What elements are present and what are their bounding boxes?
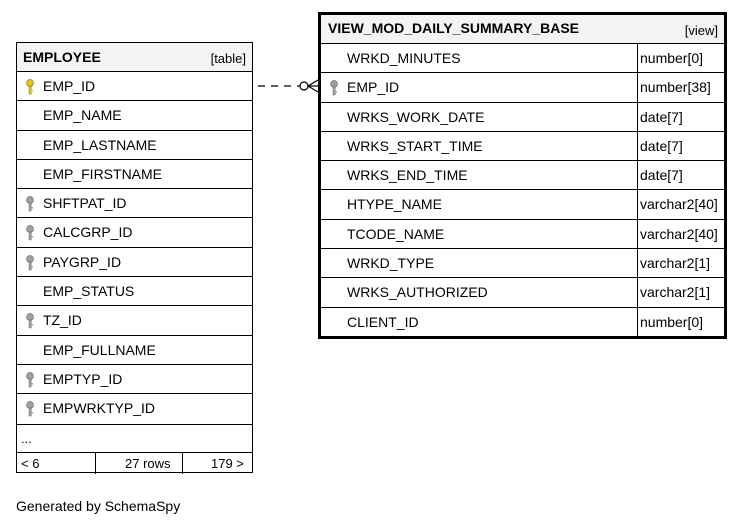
column-name: EMP_ID xyxy=(347,79,400,96)
column-type: date[7] xyxy=(640,137,683,154)
column-name: CALCGRP_ID xyxy=(43,224,133,241)
view-column-row[interactable]: TCODE_NAME varchar2[40] xyxy=(321,220,724,250)
employee-footer: < 6 27 rows 179 > xyxy=(17,451,252,474)
employee-column-row[interactable]: PAYGRP_ID xyxy=(17,248,252,278)
view-table-header[interactable]: VIEW_MOD_DAILY_SUMMARY_BASE [view] xyxy=(321,15,724,44)
ellipsis-text: ... xyxy=(21,430,32,446)
employee-column-row[interactable]: EMP_LASTNAME xyxy=(17,131,252,160)
view-column-row[interactable]: HTYPE_NAME varchar2[40] xyxy=(321,190,724,220)
column-name: EMP_ID xyxy=(43,78,96,94)
foreign-key-icon xyxy=(25,372,35,388)
column-name: EMP_STATUS xyxy=(43,283,135,300)
column-name: WRKS_START_TIME xyxy=(347,137,483,154)
employee-columns: EMP_ID EMP_NAME EMP_LASTNAME EMP_FIRSTNAME S… xyxy=(17,72,252,424)
foreign-key-icon xyxy=(25,225,35,241)
foreign-key-icon xyxy=(25,313,35,329)
column-name: EMP_NAME xyxy=(43,107,122,124)
column-type: varchar2[1] xyxy=(640,284,711,301)
column-type: varchar2[1] xyxy=(640,255,711,272)
employee-table-kind: [table] xyxy=(210,51,246,66)
employee-column-row[interactable]: TZ_ID xyxy=(17,306,252,336)
column-type: number[0] xyxy=(640,50,704,66)
employee-column-row[interactable]: EMP_STATUS xyxy=(17,277,252,307)
view-column-row[interactable]: WRKS_START_TIME date[7] xyxy=(321,132,724,162)
column-name: HTYPE_NAME xyxy=(347,196,442,213)
view-column-row[interactable]: WRKS_AUTHORIZED varchar2[1] xyxy=(321,278,724,308)
employee-more-columns: ... xyxy=(17,423,252,452)
view-table[interactable]: VIEW_MOD_DAILY_SUMMARY_BASE [view] WRKD_… xyxy=(318,12,727,339)
view-column-row[interactable]: WRKD_MINUTES number[0] xyxy=(321,44,724,74)
employee-column-row[interactable]: EMPWRKTYP_ID xyxy=(17,394,252,423)
column-name: WRKS_END_TIME xyxy=(347,167,468,184)
view-column-row[interactable]: WRKD_TYPE varchar2[1] xyxy=(321,249,724,279)
column-type: date[7] xyxy=(640,167,683,184)
primary-key-icon xyxy=(25,79,35,95)
column-name: PAYGRP_ID xyxy=(43,253,122,270)
column-name: EMP_FULLNAME xyxy=(43,341,156,358)
type-column-divider xyxy=(637,44,638,336)
employee-column-row[interactable]: EMP_NAME xyxy=(17,101,252,131)
employee-table[interactable]: EMPLOYEE [table] EMP_ID EMP_NAME EMP_LASTN… xyxy=(16,42,253,474)
employee-column-row[interactable]: EMPTYP_ID xyxy=(17,365,252,395)
row-count: 27 rows xyxy=(125,455,171,471)
column-name: EMP_LASTNAME xyxy=(43,136,157,153)
column-name: WRKD_MINUTES xyxy=(347,50,461,66)
column-type: varchar2[40] xyxy=(640,196,718,213)
column-name: TCODE_NAME xyxy=(347,225,445,242)
foreign-key-icon xyxy=(329,80,339,96)
column-name: EMPTYP_ID xyxy=(43,370,123,387)
column-name: WRKS_AUTHORIZED xyxy=(347,284,488,301)
column-name: SHFTPAT_ID xyxy=(43,195,127,212)
employee-column-row[interactable]: CALCGRP_ID xyxy=(17,218,252,248)
parents-count-link[interactable]: < 6 xyxy=(21,455,40,471)
view-table-kind: [view] xyxy=(684,23,718,38)
employee-column-row[interactable]: EMP_FIRSTNAME xyxy=(17,160,252,190)
employee-table-header[interactable]: EMPLOYEE [table] xyxy=(17,43,252,72)
column-name: EMP_FIRSTNAME xyxy=(43,165,163,182)
generated-by-label: Generated by SchemaSpy xyxy=(16,498,181,514)
foreign-key-icon xyxy=(25,196,35,212)
foreign-key-icon xyxy=(25,401,35,417)
foreign-key-icon xyxy=(25,255,35,271)
column-name: TZ_ID xyxy=(43,312,82,329)
employee-column-row[interactable]: EMP_FULLNAME xyxy=(17,336,252,365)
view-column-row[interactable]: WRKS_END_TIME date[7] xyxy=(321,161,724,191)
employee-column-row[interactable]: EMP_ID xyxy=(17,72,252,102)
column-type: number[38] xyxy=(640,79,711,96)
column-type: date[7] xyxy=(640,108,683,125)
view-columns: WRKD_MINUTES number[0] EMP_ID number[38] WRK… xyxy=(321,44,724,337)
view-column-row[interactable]: WRKS_WORK_DATE date[7] xyxy=(321,103,724,132)
employee-column-row[interactable]: SHFTPAT_ID xyxy=(17,189,252,219)
view-column-row[interactable]: CLIENT_ID number[0] xyxy=(321,308,724,337)
column-name: WRKS_WORK_DATE xyxy=(347,108,485,125)
view-table-name[interactable]: VIEW_MOD_DAILY_SUMMARY_BASE xyxy=(328,20,580,36)
column-type: varchar2[40] xyxy=(640,225,718,242)
column-name: EMPWRKTYP_ID xyxy=(43,400,156,417)
employee-table-name[interactable]: EMPLOYEE xyxy=(23,49,101,65)
view-column-row[interactable]: EMP_ID number[38] xyxy=(321,73,724,103)
column-name: WRKD_TYPE xyxy=(347,255,435,272)
column-type: number[0] xyxy=(640,313,704,330)
column-name: CLIENT_ID xyxy=(347,313,419,330)
children-count-link[interactable]: 179 > xyxy=(211,455,244,471)
